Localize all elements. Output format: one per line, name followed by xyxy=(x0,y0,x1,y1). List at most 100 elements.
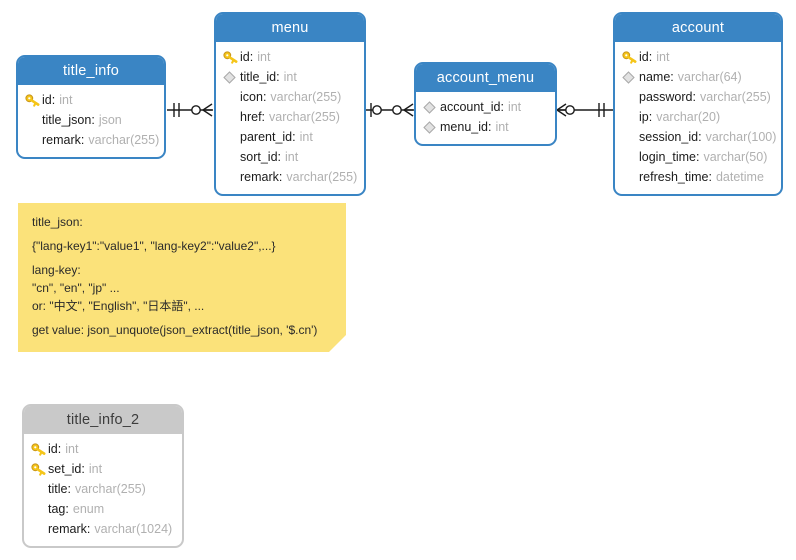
no-key-icon xyxy=(223,109,240,125)
field-separator: : xyxy=(57,442,62,456)
field-name: set_id xyxy=(48,462,82,476)
field-row[interactable]: sort_id: int xyxy=(216,147,364,167)
no-key-icon xyxy=(223,169,240,185)
field-name: icon xyxy=(240,90,263,104)
field-type: int xyxy=(88,462,103,476)
entity-title_info_2[interactable]: title_info_2 id: int xyxy=(22,404,184,548)
field-type: int xyxy=(65,442,79,456)
entity-title_info[interactable]: title_info id: int title_json: json xyxy=(16,55,166,159)
field-type: varchar(255) xyxy=(699,90,771,104)
field-type: enum xyxy=(72,502,105,516)
field-type: varchar(255) xyxy=(270,90,342,104)
field-separator: : xyxy=(648,110,653,124)
field-row[interactable]: login_time: varchar(50) xyxy=(615,147,781,167)
field-row[interactable]: id: int xyxy=(24,439,182,459)
entity-title_info_2-fields: id: int set_id: int title: va xyxy=(24,434,182,546)
entity-account_menu-header: account_menu xyxy=(416,64,555,92)
entity-title_info-fields: id: int title_json: json remark: varchar… xyxy=(18,85,164,157)
field-separator: : xyxy=(278,170,283,184)
field-separator: : xyxy=(67,482,71,496)
field-name: id xyxy=(42,93,52,107)
field-separator: : xyxy=(91,113,95,127)
field-row[interactable]: id: int xyxy=(216,47,364,67)
field-row[interactable]: remark: varchar(255) xyxy=(18,130,164,150)
no-key-icon xyxy=(223,129,240,145)
no-key-icon xyxy=(25,132,42,148)
field-separator: : xyxy=(249,50,254,64)
field-separator: : xyxy=(261,110,266,124)
field-separator: : xyxy=(262,90,267,104)
field-row[interactable]: id: int xyxy=(18,90,164,110)
field-separator: : xyxy=(698,130,702,144)
field-row[interactable]: session_id: varchar(100) xyxy=(615,127,781,147)
field-row[interactable]: refresh_time: datetime xyxy=(615,167,781,187)
field-type: datetime xyxy=(715,170,764,184)
no-key-icon xyxy=(31,481,48,497)
field-type: int xyxy=(283,70,297,84)
field-separator: : xyxy=(692,90,696,104)
field-row[interactable]: remark: varchar(255) xyxy=(216,167,364,187)
field-name: login_time xyxy=(639,150,696,164)
field-type: int xyxy=(495,120,509,134)
foreign-key-diamond-icon xyxy=(622,69,639,85)
field-type: int xyxy=(507,100,522,114)
note-line: "cn", "en", "jp" ... xyxy=(32,281,120,295)
primary-key-icon xyxy=(25,92,42,108)
field-type: varchar(255) xyxy=(88,133,160,147)
field-separator: : xyxy=(500,100,504,114)
note-line: get value: json_unquote(json_extract(tit… xyxy=(32,323,318,337)
primary-key-icon xyxy=(31,461,48,477)
field-row[interactable]: parent_id: int xyxy=(216,127,364,147)
field-row[interactable]: password: varchar(255) xyxy=(615,87,781,107)
entity-account_menu[interactable]: account_menu account_id: int menu_id: xyxy=(414,62,557,146)
field-type: varchar(64) xyxy=(677,70,742,84)
entity-account[interactable]: account id: int xyxy=(613,12,783,196)
foreign-key-diamond-icon xyxy=(423,99,440,115)
note-line: lang-key: xyxy=(32,263,81,277)
field-separator: : xyxy=(65,502,69,516)
field-name: password xyxy=(639,90,693,104)
foreign-key-diamond-icon xyxy=(223,69,240,85)
field-type: varchar(255) xyxy=(74,482,146,496)
relationship-title_info-menu[interactable] xyxy=(167,103,213,117)
field-row[interactable]: ip: varchar(20) xyxy=(615,107,781,127)
field-name: title_json xyxy=(42,113,92,127)
field-name: name xyxy=(639,70,671,84)
field-row[interactable]: name: varchar(64) xyxy=(615,67,781,87)
note-line: or: "中文", "English", "日本語", ... xyxy=(32,299,205,313)
title_json-note[interactable]: title_json: {"lang-key1":"value1", "lang… xyxy=(18,203,346,352)
field-row[interactable]: tag: enum xyxy=(24,499,182,519)
field-row[interactable]: icon: varchar(255) xyxy=(216,87,364,107)
field-name: tag xyxy=(48,502,66,516)
field-name: remark xyxy=(240,170,279,184)
field-type: int xyxy=(656,50,670,64)
entity-menu[interactable]: menu id: int xyxy=(214,12,366,196)
field-name: id xyxy=(639,50,649,64)
field-row[interactable]: id: int xyxy=(615,47,781,67)
field-name: title xyxy=(48,482,68,496)
field-type: varchar(1024) xyxy=(94,522,173,536)
relationship-menu-account_menu[interactable] xyxy=(366,103,414,117)
field-row[interactable]: href: varchar(255) xyxy=(216,107,364,127)
field-type: int xyxy=(257,50,271,64)
foreign-key-diamond-icon xyxy=(423,119,440,135)
field-name: remark xyxy=(42,133,81,147)
field-name: menu_id xyxy=(440,120,488,134)
relationship-account_menu-account[interactable] xyxy=(556,103,613,117)
field-row[interactable]: menu_id: int xyxy=(416,117,555,137)
field-separator: : xyxy=(80,133,85,147)
field-type: int xyxy=(299,130,313,144)
field-name: id xyxy=(240,50,250,64)
field-separator: : xyxy=(276,70,280,84)
field-separator: : xyxy=(292,130,296,144)
field-row[interactable]: set_id: int xyxy=(24,459,182,479)
field-row[interactable]: title: varchar(255) xyxy=(24,479,182,499)
field-name: refresh_time xyxy=(639,170,709,184)
field-separator: : xyxy=(670,70,674,84)
field-row[interactable]: account_id: int xyxy=(416,97,555,117)
field-row[interactable]: title_json: json xyxy=(18,110,164,130)
field-row[interactable]: title_id: int xyxy=(216,67,364,87)
field-row[interactable]: remark: varchar(1024) xyxy=(24,519,182,539)
field-name: account_id xyxy=(440,100,501,114)
